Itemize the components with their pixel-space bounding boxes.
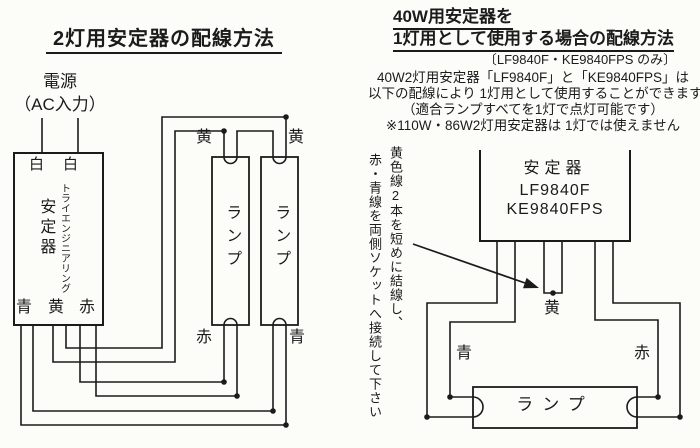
left-diagram-lines [13, 116, 299, 426]
lamp1-bottom-wire-label: 赤 [196, 329, 213, 346]
right-diagram-title-line2: 1灯用として使用する場合の配線方法 [393, 29, 674, 52]
description-line3: （適合ランプすべてを1灯で点灯可能です） [402, 102, 664, 117]
red-wire-b [95, 325, 238, 397]
yellow-wire-b [65, 116, 287, 349]
right-diagram-title-line1: 40W用安定器を [393, 7, 513, 30]
right-ballast-box [479, 150, 631, 242]
ballast-maker-name: トライエンジニアリング [58, 183, 70, 293]
right-yellow-wire-label: 黄 [544, 300, 561, 317]
lamp-link-wire [236, 130, 274, 157]
right-ballast-model2: KE9840FPS [506, 201, 604, 218]
left-ballast-box [13, 152, 104, 326]
right-ballast-name: 安定器 [523, 160, 587, 177]
power-source-label: 電源 [43, 72, 77, 91]
lamp2-bottom-wire-label: 青 [289, 329, 306, 346]
yellow-wire-a [52, 130, 225, 363]
right-red-wire-label: 赤 [634, 345, 651, 362]
red-wire-a [79, 325, 225, 383]
lamp2-top-wire-label: 黄 [288, 129, 305, 146]
lamp2-label: ランプ [272, 204, 290, 273]
right-blue-wire-b [449, 241, 516, 398]
right-diagram-lines [412, 150, 681, 429]
right-lamp-label: ランプ [516, 395, 594, 414]
blue-wire-a [32, 325, 274, 412]
ballast-terminal-blue: 青 [16, 299, 33, 316]
ballast-terminal-red: 赤 [79, 299, 96, 316]
lamp2-box [260, 156, 299, 326]
ballast-terminal-yellow: 黄 [48, 299, 65, 316]
right-red-wire-a [594, 241, 659, 398]
right-yellow-tied-wires [543, 241, 563, 294]
lamp1-top-wire-label: 黄 [196, 129, 213, 146]
description-line1: 40W2灯用安定器「LF9840F」と「KE9840FPS」は [376, 70, 690, 85]
lamp2-top-socket [272, 156, 287, 165]
right-lamp-left-socket [472, 396, 484, 418]
note-arrow-head [523, 277, 539, 289]
left-diagram-title: 2灯用安定器の配線方法 [46, 28, 282, 54]
right-lamp-box [472, 386, 638, 429]
blue-wire-b [20, 325, 287, 426]
ballast-terminal-white-left: 白 [29, 156, 45, 173]
right-junction-dots [424, 277, 683, 420]
lamp1-label: ランプ [223, 204, 241, 273]
lamp1-box [211, 156, 250, 326]
lamp2-bottom-socket [272, 317, 287, 326]
right-red-wire-b [612, 241, 681, 418]
wiring-note-column1: 黄色線2本を短めに結線し、 [387, 146, 403, 330]
ballast-terminal-white-right: 白 [63, 156, 79, 173]
right-diagram-subtitle: 〔LF9840F・KE9840FPS のみ〕 [483, 52, 677, 67]
lamp1-top-socket [223, 156, 238, 165]
wiring-note-column2: 赤・青線を両側ソケットへ接続して下さい [366, 153, 382, 419]
description-line2: 以下の配線により 1灯用として使用することができます [368, 86, 700, 101]
ballast-name: 安定器 [37, 198, 55, 258]
right-ballast-model1: LF9840F [519, 182, 591, 199]
lamp1-bottom-socket [223, 317, 238, 326]
left-junction-dots [221, 114, 289, 428]
ac-input-label: （AC入力） [14, 95, 106, 114]
right-blue-wire-a [426, 241, 498, 418]
note-arrow-shaft [412, 243, 526, 284]
description-line4: ※110W・86W2灯用安定器は 1灯では使えません [385, 118, 681, 133]
right-blue-wire-label: 青 [456, 345, 473, 362]
right-lamp-right-socket [626, 396, 638, 418]
